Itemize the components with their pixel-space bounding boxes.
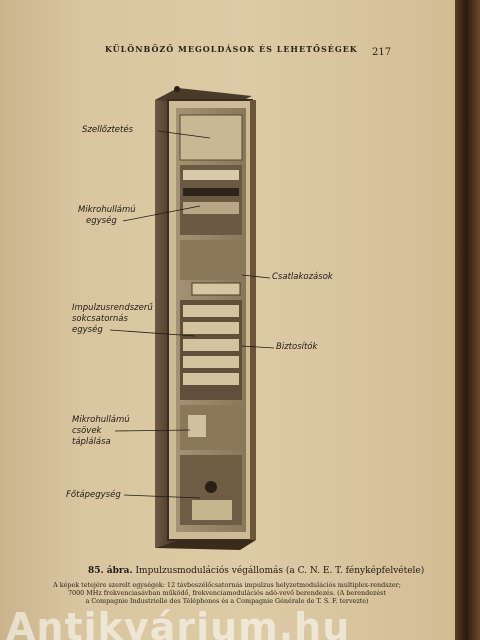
label-csatlakozasok: Csatlakozások xyxy=(272,272,333,282)
connectors-area xyxy=(180,240,242,280)
label-biztositok: Biztosítók xyxy=(276,342,318,352)
power-dial xyxy=(205,481,217,493)
figure-caption: 85. ábra. Impulzusmodulációs végállomás … xyxy=(88,566,424,576)
figure-note-line3: a Compagnie Industrielle des Téléphones … xyxy=(85,597,369,605)
label-impulzus-line2: sokcsatornás xyxy=(72,314,128,324)
label-csovek-line3: táplálása xyxy=(72,437,111,447)
leader-mikrohullamu xyxy=(122,205,201,222)
label-impulzus-line1: Impulzusrendszerű xyxy=(72,303,153,313)
channel-module-1 xyxy=(183,305,239,317)
leader-biztositok xyxy=(241,345,275,349)
label-impulzus: Impulzusrendszerű sokcsatornás egység xyxy=(72,303,153,336)
cabinet-knob xyxy=(174,86,180,92)
book-page: KÜLÖNBÖZŐ MEGOLDÁSOK ÉS LEHETŐSÉGEK 217 xyxy=(0,0,455,640)
microwave-unit-block xyxy=(183,202,239,214)
label-szelloztetes: Szellőztetés xyxy=(82,125,134,135)
leader-csatlakozasok xyxy=(241,274,271,279)
label-csovek-line2: csövek xyxy=(72,426,102,436)
label-mikrohullamu-line1: Mikrohullámú xyxy=(78,205,136,215)
figure-note-line2: 7000 MHz frekvenciasávban működő, frekve… xyxy=(67,589,387,597)
connector-strip xyxy=(191,282,241,296)
ventilation-panel xyxy=(179,114,243,161)
label-csovek-line1: Mikrohullámú xyxy=(72,415,130,425)
tube-supply-module xyxy=(188,415,206,437)
channel-module-4 xyxy=(183,356,239,368)
cabinet-right-edge xyxy=(250,100,256,540)
leader-szelloztetes xyxy=(157,130,211,139)
figure-caption-text: Impulzusmodulációs végállomás (a C. N. E… xyxy=(135,566,425,576)
running-title: KÜLÖNBÖZŐ MEGOLDÁSOK ÉS LEHETŐSÉGEK xyxy=(105,44,358,54)
leader-fotapegyseg xyxy=(123,494,201,499)
channel-module-2 xyxy=(183,322,239,334)
microwave-unit-panel xyxy=(183,170,239,180)
leader-csovek xyxy=(114,429,191,432)
label-mikrohullamu: Mikrohullámú egység xyxy=(78,205,136,227)
label-fotapegyseg: Főtápegység xyxy=(66,490,121,500)
channel-module-5 xyxy=(183,373,239,385)
cabinet-base xyxy=(155,540,256,550)
figure-note-line1: A képek tetejére szerelt egységek: 12 tá… xyxy=(53,581,401,589)
watermark: Antikvárium.hu xyxy=(6,605,351,640)
microwave-unit-strip xyxy=(183,188,239,196)
book-spine xyxy=(455,0,480,640)
power-panel xyxy=(192,500,232,520)
figure-note: A képek tetejére szerelt egységek: 12 tá… xyxy=(12,581,442,605)
running-header: KÜLÖNBÖZŐ MEGOLDÁSOK ÉS LEHETŐSÉGEK 217 xyxy=(0,40,455,62)
leader-impulzus xyxy=(109,329,196,337)
label-csovek: Mikrohullámú csövek táplálása xyxy=(72,415,130,448)
equipment-figure: Szellőztetés Mikrohullámú egység Csatlak… xyxy=(66,86,333,550)
rack-illustration xyxy=(109,86,275,550)
channel-module-3 xyxy=(183,339,239,351)
page-number: 217 xyxy=(372,47,392,58)
figure-number: 85. ábra. xyxy=(88,566,133,576)
label-impulzus-line3: egység xyxy=(72,325,103,335)
label-mikrohullamu-line2: egység xyxy=(86,216,117,226)
